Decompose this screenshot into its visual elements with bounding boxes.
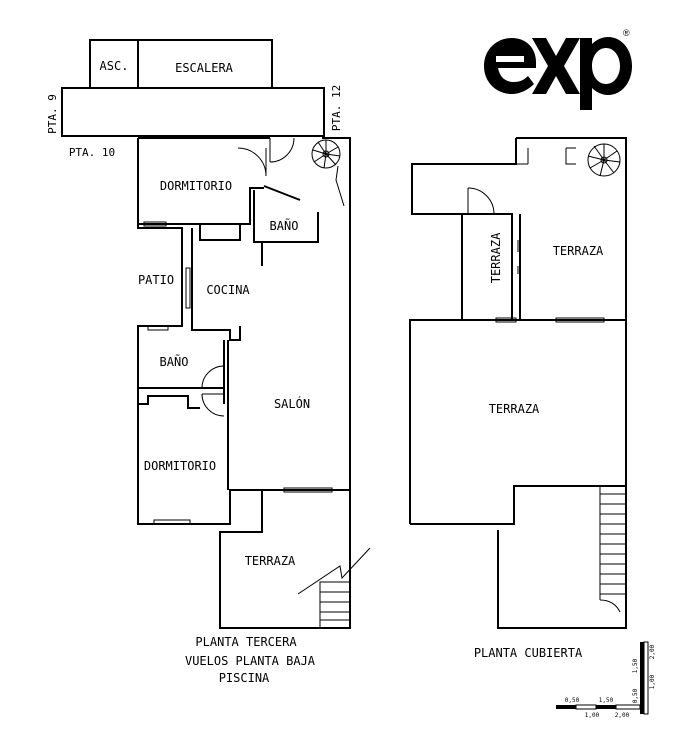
terrace-area-left — [219, 490, 371, 629]
room-label-salon: SALÓN — [274, 396, 310, 411]
room-label-patio: PATIO — [138, 273, 174, 287]
room-label-dormitorio-bottom: DORMITORIO — [144, 459, 216, 473]
caption-planta-tercera: PLANTA TERCERA — [195, 635, 297, 649]
room-label-cocina: COCINA — [206, 283, 250, 297]
spiral-stair-right — [587, 143, 621, 177]
caption-planta-cubierta: PLANTA CUBIERTA — [474, 646, 583, 660]
room-label-terraza-main: TERRAZA — [489, 402, 540, 416]
scale-label-top-1: 0,50 — [565, 697, 580, 704]
neighbor-label-pta10: PTA. 10 — [69, 146, 115, 159]
room-label-bano-mid: BAÑO — [160, 354, 189, 369]
neighbor-label-pta9: PTA. 9 — [46, 94, 59, 134]
neighbor-label-pta12: PTA. 12 — [330, 85, 343, 131]
spiral-stair-left — [311, 139, 345, 207]
stair-block — [61, 39, 325, 137]
scale-label-vertical-4: 1,00 — [649, 674, 656, 689]
caption-piscina: PISCINA — [219, 671, 270, 685]
room-label-escalera: ESCALERA — [175, 61, 234, 75]
roof-walls — [409, 137, 627, 525]
scale-label-vertical-1: 1,50 — [632, 658, 639, 673]
room-label-terraza-top: TERRAZA — [553, 244, 604, 258]
room-label-bano-top: BAÑO — [270, 218, 299, 233]
scale-label-vertical-3: 0,50 — [632, 688, 639, 703]
room-label-asc: ASC. — [100, 59, 129, 73]
apartment-walls — [137, 137, 351, 525]
left-floor-plan: ASC. ESCALERA DORMITORIO BAÑO PATIO COCI… — [46, 39, 371, 685]
right-floor-plan: TERRAZA TERRAZA TERRAZA PLANTA CUBIERTA — [409, 137, 627, 660]
room-label-dormitorio-top: DORMITORIO — [160, 179, 232, 193]
caption-vuelos-planta-baja: VUELOS PLANTA BAJA — [185, 654, 316, 668]
scale-label-vertical-2: 2,00 — [649, 644, 656, 659]
scale-label-top-2: 1,50 — [599, 697, 614, 704]
registered-mark: ® — [623, 28, 630, 38]
lower-roof-area — [497, 486, 627, 629]
scale-bar: 0,50 1,50 1,00 2,00 1,50 2,00 0,50 1,00 — [556, 641, 656, 719]
scale-label-bottom-2: 2,00 — [615, 712, 630, 719]
room-label-terraza-left: TERRAZA — [245, 554, 296, 568]
exp-logo: ® — [484, 28, 632, 110]
scale-label-bottom-1: 1,00 — [585, 712, 600, 719]
room-label-terraza-vertical: TERRAZA — [489, 232, 503, 283]
